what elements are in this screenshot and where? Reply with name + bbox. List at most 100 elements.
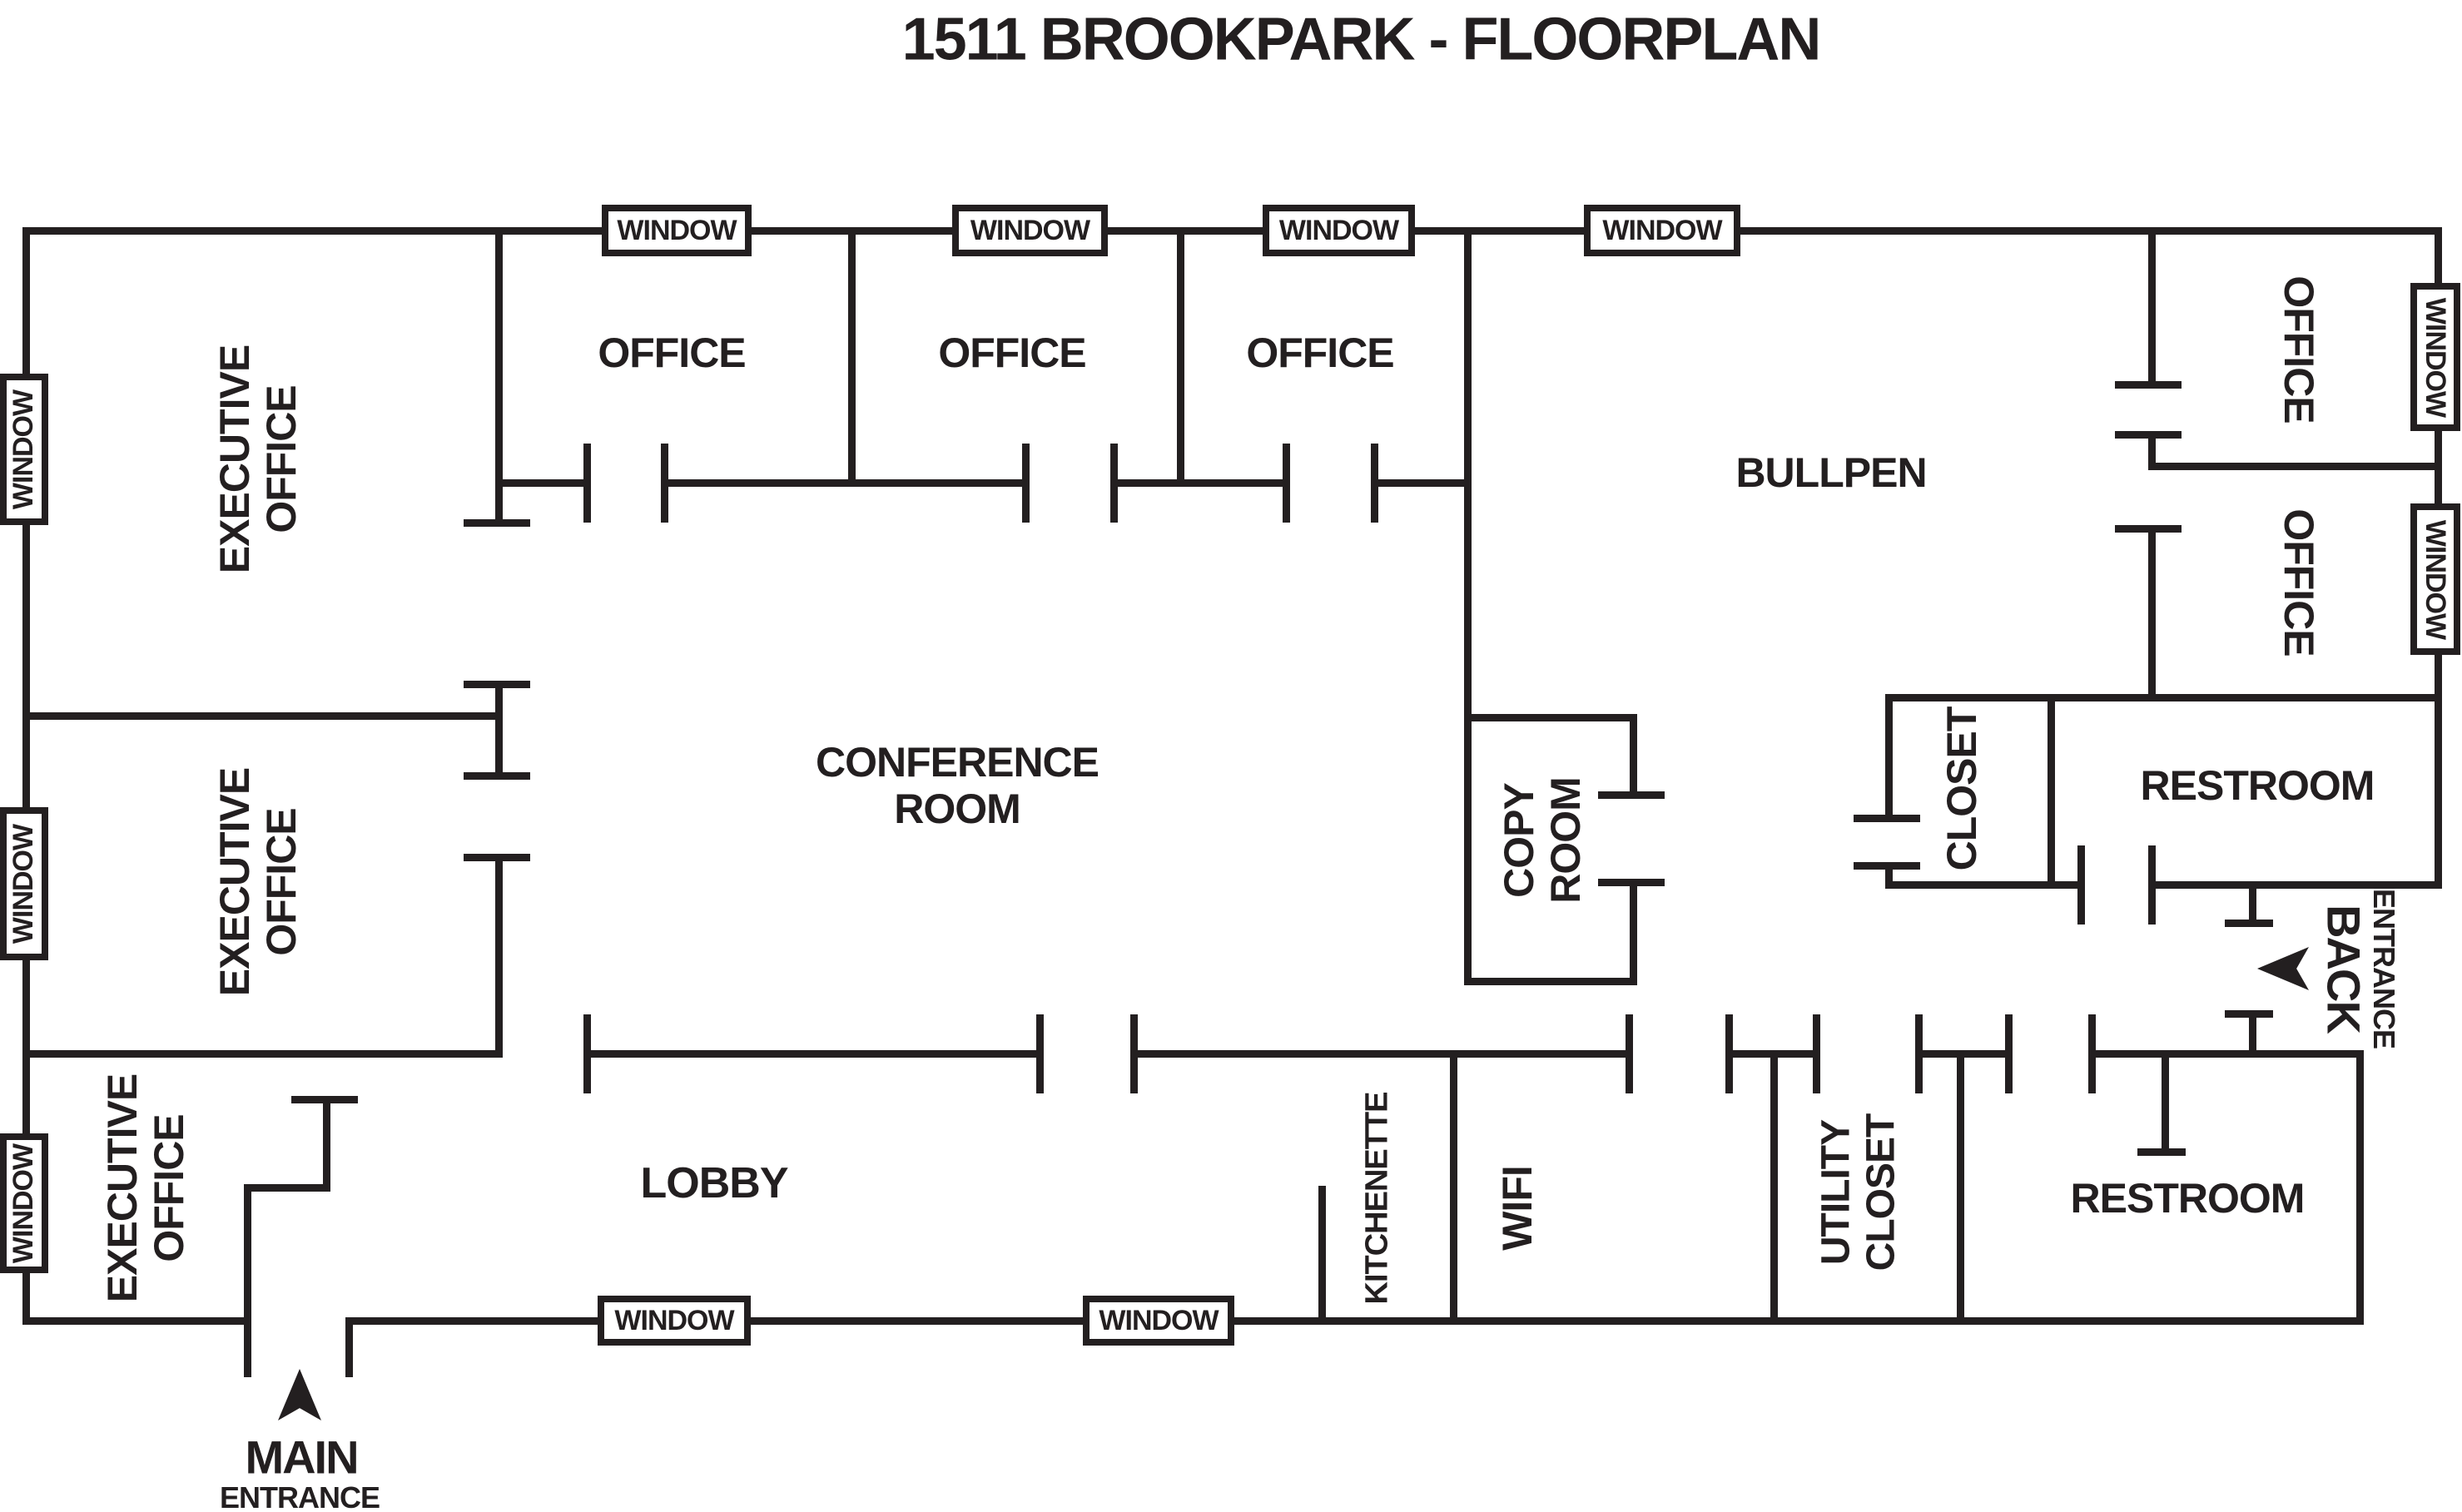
door-jamb bbox=[1371, 444, 1378, 523]
wall-segment bbox=[1134, 1050, 1629, 1058]
wall-segment bbox=[2148, 227, 2156, 384]
door-jamb bbox=[2115, 525, 2182, 533]
door-jamb bbox=[1130, 1014, 1138, 1093]
wall-segment bbox=[1464, 978, 1630, 985]
door-jamb bbox=[2088, 1014, 2096, 1093]
wall-segment bbox=[1630, 882, 1637, 985]
wall-segment bbox=[848, 227, 856, 487]
wall-segment bbox=[495, 857, 503, 1058]
wall-segment bbox=[495, 684, 503, 776]
wall-segment bbox=[2092, 1050, 2356, 1058]
main-entrance-label: MAIN bbox=[245, 1430, 359, 1484]
room-label-office-2: OFFICE bbox=[938, 330, 1086, 376]
door-jamb bbox=[464, 854, 530, 861]
door-jamb bbox=[464, 772, 530, 780]
door-jamb bbox=[2115, 381, 2182, 389]
wall-segment bbox=[664, 479, 1025, 487]
window-marker: WINDOW bbox=[1083, 1296, 1234, 1346]
wall-segment bbox=[1630, 714, 1637, 795]
wall-segment bbox=[2249, 881, 2256, 923]
window-marker: WINDOW bbox=[0, 1133, 48, 1273]
room-label-office-1: OFFICE bbox=[598, 330, 746, 376]
window-marker: WINDOW bbox=[952, 205, 1108, 256]
wall-segment bbox=[345, 1317, 353, 1377]
wall-segment bbox=[1885, 881, 2081, 889]
door-jamb bbox=[1725, 1014, 1733, 1093]
door-jamb bbox=[1915, 1014, 1923, 1093]
wall-segment bbox=[587, 1050, 1040, 1058]
main-entrance-arrow-icon bbox=[278, 1369, 321, 1420]
door-jamb bbox=[2077, 845, 2085, 925]
door-jamb bbox=[2225, 920, 2273, 927]
door-jamb bbox=[1036, 1014, 1044, 1093]
door-jamb bbox=[1598, 879, 1665, 886]
room-label-wifi: WIFI bbox=[1494, 1166, 1541, 1251]
back-entrance-sublabel: ENTRANCE bbox=[2367, 888, 2402, 1049]
door-jamb bbox=[2148, 845, 2156, 925]
door-jamb bbox=[291, 1096, 358, 1103]
back-entrance-label: BACK bbox=[2317, 905, 2370, 1033]
wall-segment bbox=[244, 1184, 251, 1377]
room-label-kitchenette: KITCHENETTE bbox=[1359, 1092, 1395, 1305]
room-label-office-right-2: OFFICE bbox=[2276, 508, 2322, 657]
wall-segment bbox=[2048, 694, 2055, 889]
door-jamb bbox=[1854, 862, 1920, 870]
wall-segment bbox=[1464, 227, 1472, 985]
wall-segment bbox=[2162, 1050, 2169, 1152]
wall-segment bbox=[1957, 1050, 1964, 1325]
wall-segment bbox=[22, 1050, 495, 1058]
wall-segment bbox=[1450, 1050, 1457, 1325]
wall-segment bbox=[1770, 1050, 1778, 1325]
door-jamb bbox=[2005, 1014, 2013, 1093]
room-label-lobby: LOBBY bbox=[640, 1158, 789, 1207]
wall-segment bbox=[2249, 1014, 2256, 1058]
window-marker: WINDOW bbox=[1584, 205, 1740, 256]
door-jamb bbox=[464, 681, 530, 688]
back-entrance-arrow-icon bbox=[2257, 947, 2309, 990]
door-jamb bbox=[2115, 431, 2182, 439]
door-jamb bbox=[1854, 815, 1920, 822]
wall-segment bbox=[2148, 528, 2156, 701]
wall-segment bbox=[345, 1317, 2356, 1325]
window-marker: WINDOW bbox=[0, 374, 48, 525]
room-label-restroom-upper: RESTROOM bbox=[2140, 762, 2375, 809]
door-jamb bbox=[661, 444, 668, 523]
door-jamb bbox=[2137, 1148, 2186, 1156]
wall-segment bbox=[2148, 463, 2435, 470]
room-label-office-right-1: OFFICE bbox=[2276, 275, 2322, 424]
room-label-restroom-lower: RESTROOM bbox=[2070, 1175, 2306, 1222]
window-marker: WINDOW bbox=[0, 807, 48, 960]
wall-segment bbox=[1318, 1186, 1326, 1325]
wall-segment bbox=[2152, 881, 2439, 889]
door-jamb bbox=[583, 444, 591, 523]
wall-segment bbox=[2148, 434, 2156, 466]
room-label-closet: CLOSET bbox=[1938, 706, 1985, 871]
window-marker: WINDOW bbox=[602, 205, 752, 256]
door-jamb bbox=[1626, 1014, 1633, 1093]
wall-segment bbox=[495, 227, 503, 524]
wall-segment bbox=[1885, 694, 1893, 818]
window-marker: WINDOW bbox=[598, 1296, 751, 1346]
wall-segment bbox=[22, 227, 2439, 235]
door-jamb bbox=[1022, 444, 1030, 523]
wall-segment bbox=[2356, 1050, 2364, 1325]
main-entrance-sublabel: ENTRANCE bbox=[219, 1480, 380, 1512]
page-title: 1511 BROOKPARK - FLOORPLAN bbox=[901, 6, 1822, 73]
wall-segment bbox=[22, 227, 30, 1325]
window-marker: WINDOW bbox=[2410, 503, 2460, 655]
door-jamb bbox=[1813, 1014, 1820, 1093]
wall-segment bbox=[22, 1317, 244, 1325]
room-label-office-3: OFFICE bbox=[1246, 330, 1394, 376]
wall-segment bbox=[1374, 479, 1464, 487]
room-label-bullpen: BULLPEN bbox=[1735, 449, 1927, 496]
wall-segment bbox=[244, 1184, 323, 1192]
door-jamb bbox=[2225, 1010, 2273, 1018]
wall-segment bbox=[1177, 227, 1184, 487]
door-jamb bbox=[1283, 444, 1290, 523]
